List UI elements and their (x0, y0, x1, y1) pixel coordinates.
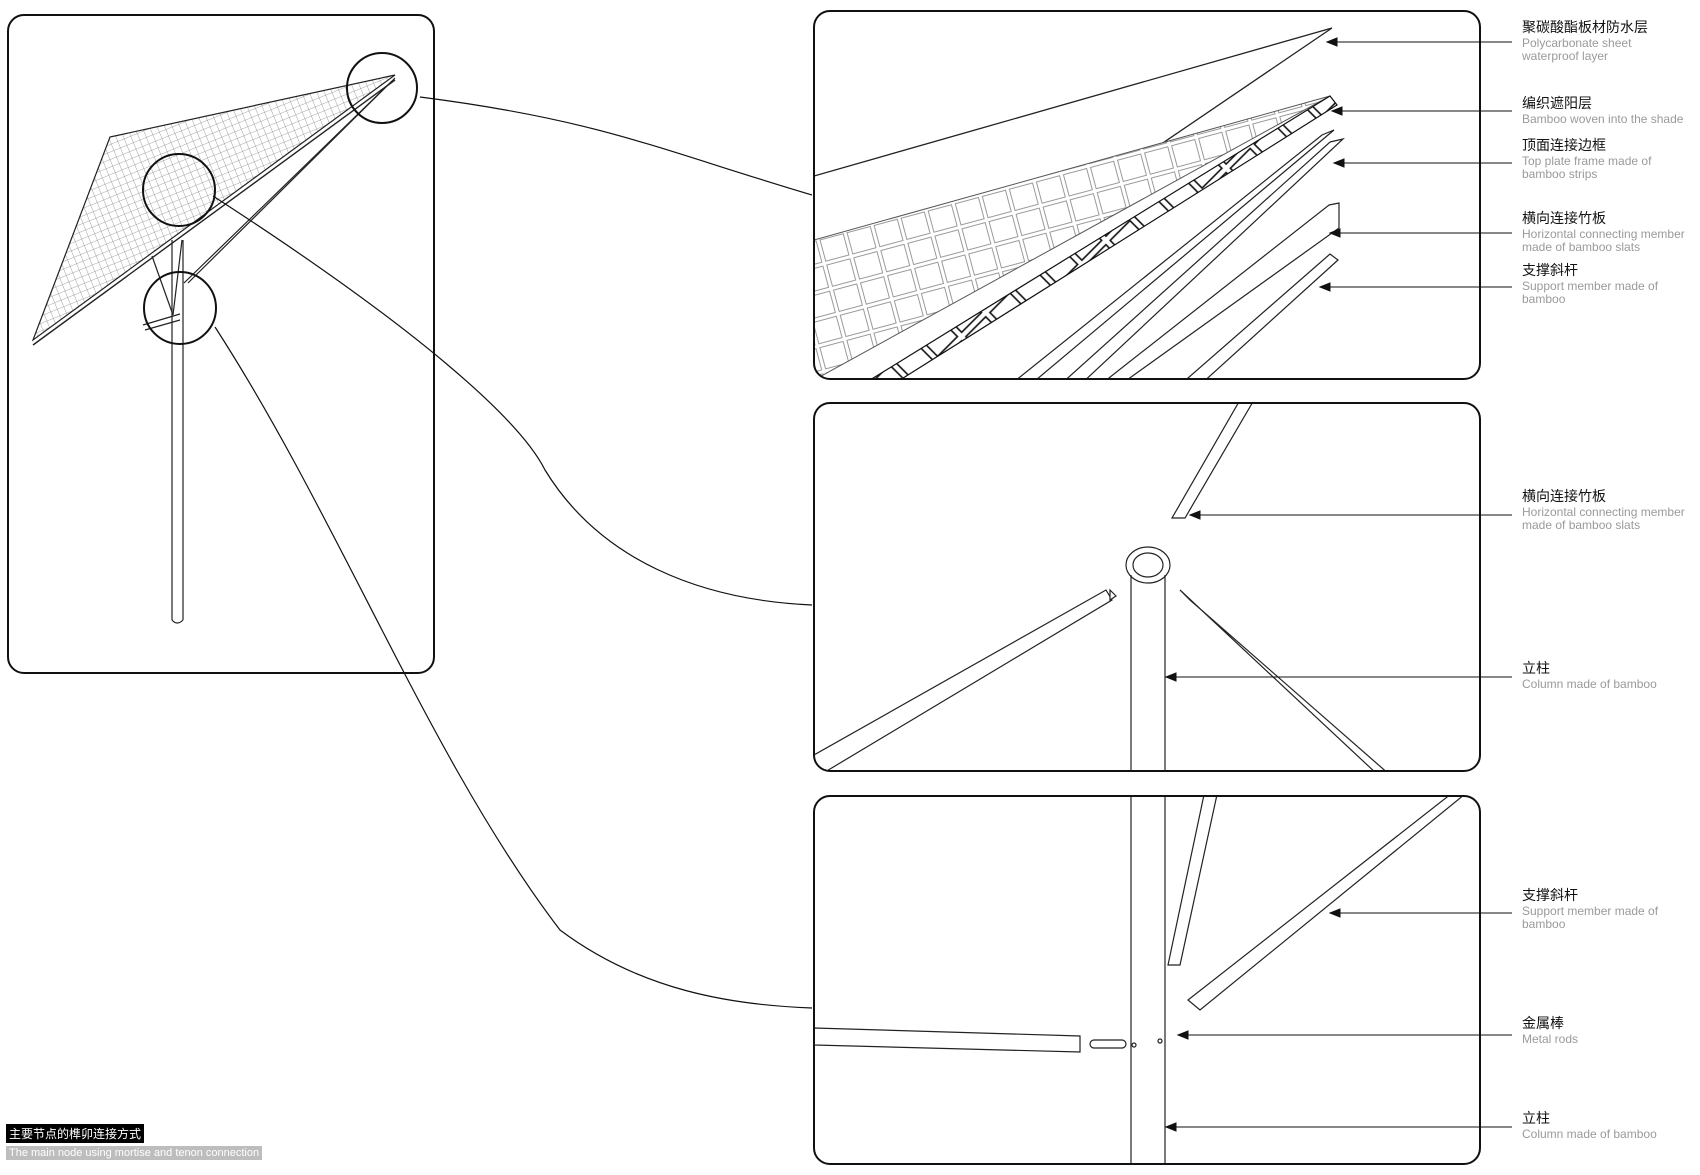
callout-zh: 金属棒 (1522, 1016, 1564, 1032)
callout-top-plate-frame: 顶面连接边框 Top plate frame made of bamboo st… (1522, 139, 1651, 181)
callout-en: Polycarbonate sheet (1522, 36, 1632, 50)
detail-metal-rods (814, 796, 1472, 1164)
callout-column-2: 立柱 Column made of bamboo (1522, 1112, 1657, 1141)
callout-en: Support member made of (1522, 279, 1659, 293)
callout-zh: 横向连接竹板 (1522, 489, 1606, 505)
caption-title-en: The main node using mortise and tenon co… (6, 1146, 263, 1160)
callout-zh: 聚碳酸酯板材防水层 (1522, 20, 1648, 36)
callout-support-member-2: 支撑斜杆 Support member made of bamboo (1522, 889, 1658, 931)
callout-en: bamboo (1522, 292, 1566, 306)
callout-en: made of bamboo slats (1522, 240, 1641, 254)
detail-circles (142, 52, 418, 345)
detail-panel-3 (813, 795, 1481, 1165)
caption-title-zh: 主要节点的榫卯连接方式 (6, 1124, 145, 1143)
leader-lines (1164, 37, 1512, 1132)
callout-horizontal-member-1: 横向连接竹板 Horizontal connecting member made… (1522, 212, 1685, 254)
callout-column-1: 立柱 Column made of bamboo (1522, 662, 1657, 691)
callout-metal-rods: 金属棒 Metal rods (1522, 1017, 1578, 1046)
overview-panel (7, 14, 435, 674)
callout-zh: 立柱 (1522, 661, 1550, 677)
callout-polycarbonate-layer: 聚碳酸酯板材防水层 Polycarbonate sheet waterproof… (1522, 21, 1648, 63)
callout-support-member-1: 支撑斜杆 Support member made of bamboo (1522, 264, 1658, 306)
detail-circle-lower (143, 271, 217, 345)
callout-zh: 横向连接竹板 (1522, 211, 1606, 227)
callout-en: Top plate frame made of (1522, 154, 1652, 168)
detail-circle-top (346, 52, 418, 124)
callout-en: Metal rods (1522, 1032, 1579, 1046)
callout-en: bamboo (1522, 917, 1566, 931)
connector-lines (212, 96, 813, 1009)
callout-en: Column made of bamboo (1522, 1127, 1657, 1141)
callout-en: waterproof layer (1522, 49, 1609, 63)
detail-roof-layers (814, 27, 1346, 379)
callout-en: Horizontal connecting member (1522, 505, 1685, 519)
callout-en: Horizontal connecting member (1522, 227, 1685, 241)
callout-zh: 支撑斜杆 (1522, 263, 1578, 279)
callout-en: Column made of bamboo (1522, 677, 1657, 691)
callout-en: bamboo strips (1522, 167, 1598, 181)
detail-column-joint (814, 403, 1392, 771)
detail-panel-2 (813, 402, 1481, 772)
callout-zh: 顶面连接边框 (1522, 138, 1606, 154)
callout-en: Support member made of (1522, 904, 1659, 918)
callout-woven-shade-layer: 编织遮阳层 Bamboo woven into the shade (1522, 97, 1683, 126)
detail-circle-middle (142, 153, 216, 227)
callout-en: made of bamboo slats (1522, 518, 1641, 532)
detail-panel-1 (813, 10, 1481, 380)
callout-zh: 编织遮阳层 (1522, 96, 1592, 112)
shade-structure-overview (31, 74, 396, 624)
callout-zh: 立柱 (1522, 1111, 1550, 1127)
callout-zh: 支撑斜杆 (1522, 888, 1578, 904)
callout-horizontal-member-2: 横向连接竹板 Horizontal connecting member made… (1522, 490, 1685, 532)
callout-en: Bamboo woven into the shade (1522, 112, 1684, 126)
